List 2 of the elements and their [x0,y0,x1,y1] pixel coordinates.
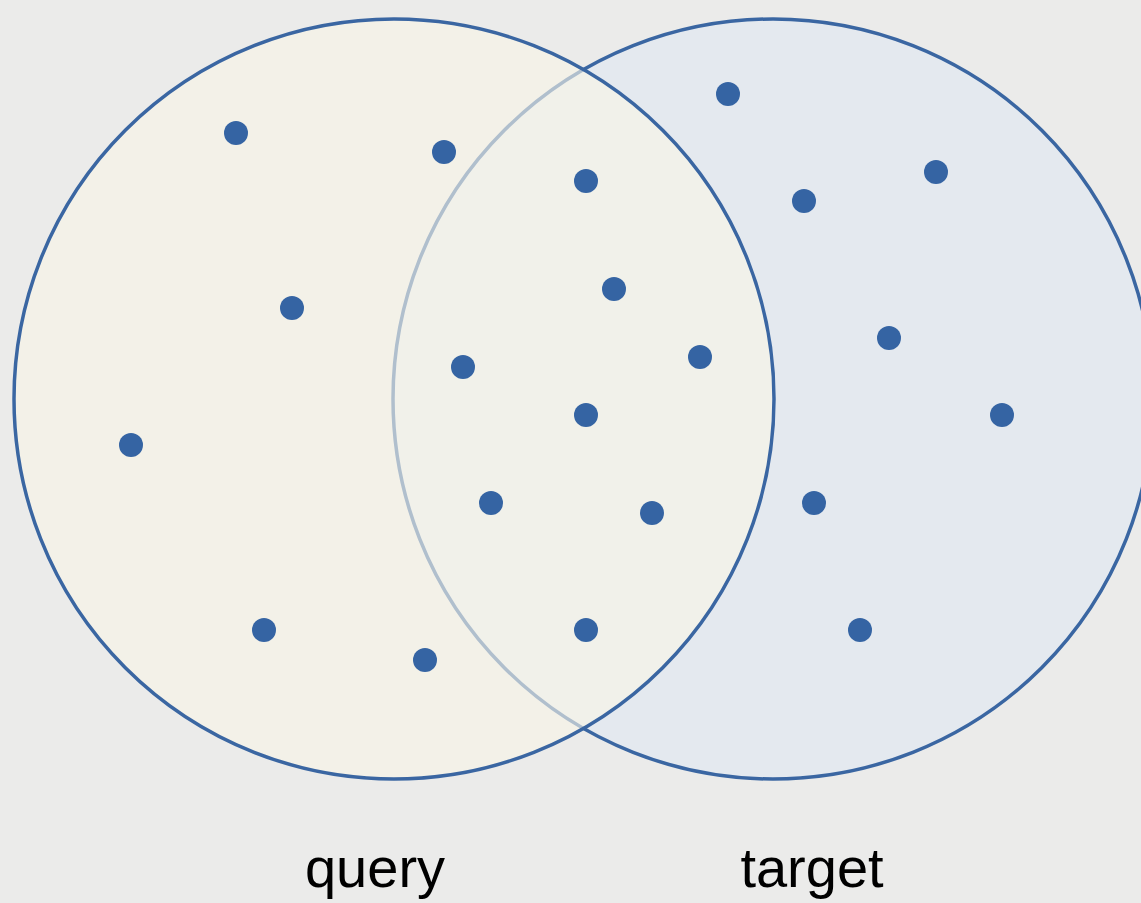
set-label: target [740,838,884,898]
set-label: query [304,838,446,898]
